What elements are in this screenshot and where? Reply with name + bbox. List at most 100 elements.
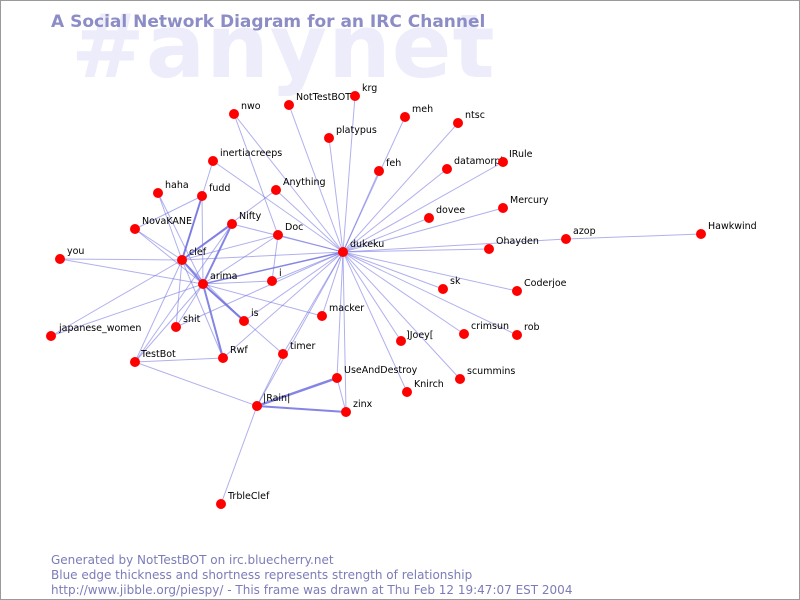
- node-label: sk: [450, 276, 461, 287]
- node-label: Nifty: [239, 211, 262, 222]
- edge-arima-haha: [157, 192, 204, 285]
- node-label: japanese_women: [58, 323, 141, 334]
- node-azop: azop: [561, 226, 596, 244]
- node-dovee: dovee: [424, 205, 465, 223]
- node-anything: Anything: [271, 177, 326, 195]
- channel-watermark: #anynet: [71, 0, 496, 98]
- edge-clef-rwf: [181, 259, 224, 359]
- node-platypus: platypus: [324, 125, 377, 143]
- edge-dukeku-sk: [342, 251, 444, 290]
- node-label: macker: [329, 303, 364, 314]
- node-dot: [227, 219, 237, 229]
- edge-dukeku-dovee: [342, 217, 430, 253]
- node-dot: [267, 276, 277, 286]
- node-dot: [208, 156, 218, 166]
- edge-arima-rwf: [202, 283, 224, 359]
- node-label: zinx: [353, 399, 373, 410]
- node-doc: Doc: [273, 222, 303, 240]
- edges-layer: [50, 95, 702, 505]
- node-feh: feh: [374, 158, 401, 176]
- node-scummins: scummins: [455, 366, 515, 384]
- node-label: Mercury: [510, 195, 549, 206]
- edge-dukeku-nifty: [231, 223, 344, 253]
- node-dot: [453, 118, 463, 128]
- node-label: NovaKANE: [142, 216, 192, 227]
- edge-rain-timer: [256, 353, 284, 407]
- edge-dukeku-scummins: [342, 251, 461, 380]
- node-label: azop: [573, 226, 596, 237]
- node-label: NotTestBOT: [296, 92, 351, 103]
- edge-arima-testbot: [134, 283, 204, 363]
- node-mercury: Mercury: [498, 195, 549, 213]
- node-label: meh: [412, 104, 433, 115]
- node-meh: meh: [400, 104, 433, 122]
- edge-dukeku-is: [243, 251, 344, 322]
- node-label: scummins: [467, 366, 515, 377]
- footer: Generated by NotTestBOT on irc.bluecherr…: [51, 553, 572, 598]
- edge-dukeku-nwo: [233, 113, 344, 253]
- node-label: Rwf: [230, 345, 248, 356]
- node-label: is: [251, 308, 259, 319]
- edge-arima-macker: [202, 283, 323, 317]
- edge-dukeku-ntsc: [342, 122, 459, 253]
- footer-generated-by: Generated by NotTestBOT on irc.bluecherr…: [51, 553, 334, 567]
- edge-rain-zinx: [256, 405, 347, 413]
- node-label: shit: [183, 314, 201, 325]
- node-label: TestBot: [140, 349, 176, 360]
- node-label: you: [67, 246, 84, 257]
- node-useanddestroy: UseAndDestroy: [332, 365, 418, 383]
- node-coderjoe: Coderjoe: [512, 278, 567, 296]
- node-label: UseAndDestroy: [344, 365, 418, 376]
- node-timer: timer: [278, 341, 315, 359]
- node-macker: macker: [317, 303, 364, 321]
- edge-azop-hawkwind: [565, 233, 702, 240]
- node-knirch: Knirch: [402, 379, 444, 397]
- node-label: Ohayden: [496, 236, 539, 247]
- node-label: |Rain|: [263, 393, 290, 404]
- edge-dukeku-crimsun: [342, 251, 465, 335]
- edge-clef-you: [59, 258, 183, 261]
- diagram-title: A Social Network Diagram for an IRC Chan…: [51, 12, 486, 32]
- edge-arima-you: [59, 258, 204, 285]
- footer-url-timestamp: http://www.jibble.org/piespy/ - This fra…: [51, 583, 573, 597]
- node-dot: [218, 353, 228, 363]
- node-label: Knirch: [414, 379, 444, 390]
- node-nwo: nwo: [229, 101, 261, 119]
- node-dot: [512, 286, 522, 296]
- node-testbot: TestBot: [130, 349, 176, 367]
- edge-arima-doc: [202, 234, 279, 285]
- node-datamorph: datamorph: [442, 156, 506, 174]
- node-dot: [338, 247, 348, 257]
- node-i: i: [267, 268, 282, 286]
- node-dot: [341, 407, 351, 417]
- node-shit: shit: [171, 314, 201, 332]
- edge-arima-fudd: [201, 195, 204, 285]
- edge-rain-useanddestroy: [256, 376, 338, 408]
- node-label: dovee: [436, 205, 465, 216]
- node-label: crimsun: [471, 321, 509, 332]
- node-dot: [424, 213, 434, 223]
- edge-dukeku-nottestbot: [288, 104, 344, 253]
- edge-clef-haha: [157, 192, 183, 261]
- node-dot: [350, 91, 360, 101]
- edge-dukeku-krg: [342, 95, 356, 253]
- node-dot: [216, 499, 226, 509]
- node-label: IRule: [509, 149, 533, 160]
- edge-arima-japanese-women: [50, 283, 204, 337]
- node-label: Doc: [285, 222, 303, 233]
- node-you: you: [55, 246, 84, 264]
- node-dot: [153, 188, 163, 198]
- node-dot: [332, 373, 342, 383]
- edge-dukeku-mercury: [342, 207, 504, 253]
- node-label: haha: [165, 180, 189, 191]
- node-dot: [459, 329, 469, 339]
- node-dukeku: dukeku: [338, 239, 384, 257]
- node-zinx: zinx: [341, 399, 373, 417]
- node-label: ntsc: [465, 110, 485, 121]
- node-label: ]Joey[: [406, 330, 434, 341]
- edge-arima-nifty: [202, 223, 233, 285]
- edge-dukeku-feh: [342, 170, 380, 253]
- node-dot: [374, 166, 384, 176]
